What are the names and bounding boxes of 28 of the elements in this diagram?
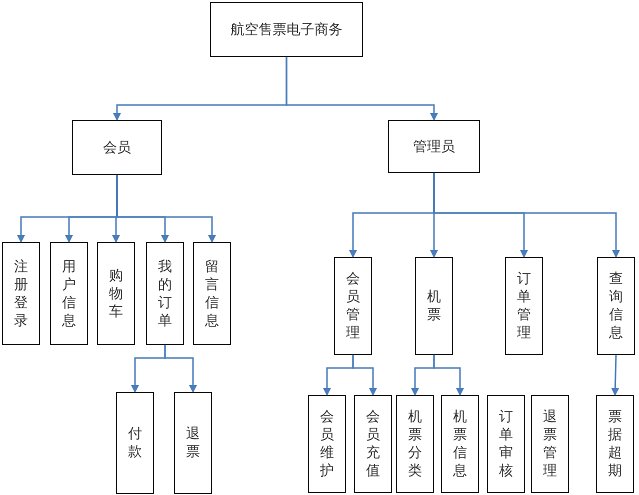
process-box: 会员管理 — [334, 257, 372, 355]
process-box: 机票 — [415, 257, 453, 355]
arrow — [433, 355, 464, 396]
process-box: 我的订单 — [146, 242, 184, 345]
process-box: 购物车 — [97, 242, 135, 345]
process-box: 订单管理 — [505, 257, 543, 355]
process-box: 付款 — [116, 392, 154, 494]
process-box: 订单审核 — [487, 395, 525, 493]
arrow — [352, 355, 377, 396]
process-box: 退票管理 — [531, 395, 569, 493]
process-box: 用户信息 — [50, 242, 88, 345]
arrow — [116, 175, 216, 243]
process-box: 管理员 — [388, 120, 480, 173]
process-box: 退票 — [174, 392, 212, 494]
arrow — [286, 57, 438, 121]
arrow — [433, 173, 620, 258]
arrow — [164, 345, 197, 393]
process-box: 留言信息 — [193, 242, 231, 345]
process-box: 航空售票电子商务 — [210, 2, 363, 57]
process-box: 会员 — [72, 120, 162, 175]
process-box: 票据超期 — [596, 395, 634, 493]
process-box: 机票分类 — [396, 395, 434, 493]
process-box: 注册登录 — [2, 242, 40, 345]
process-box: 会员维护 — [308, 395, 346, 493]
process-box: 查询信息 — [597, 257, 635, 355]
process-box: 会员充值 — [354, 395, 392, 493]
process-box: 机票信息 — [441, 395, 479, 493]
arrow — [611, 354, 620, 396]
